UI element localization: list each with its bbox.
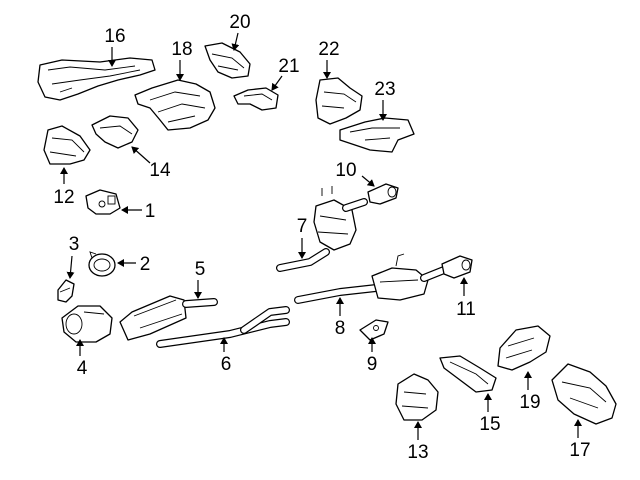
callout-13: 13 — [407, 421, 429, 463]
part-22-heat-shield — [315, 77, 363, 125]
part-4-catalytic-converter — [61, 305, 113, 343]
part-8-intermediate-pipe — [294, 253, 448, 304]
svg-text:16: 16 — [104, 26, 125, 47]
svg-text:19: 19 — [519, 392, 540, 413]
callout-21: 21 — [271, 56, 300, 91]
svg-text:9: 9 — [367, 354, 378, 375]
part-10-tailpipe-tip — [367, 183, 399, 205]
part-23-heat-shield — [339, 117, 415, 153]
svg-text:14: 14 — [149, 160, 171, 181]
callout-10: 10 — [335, 160, 375, 187]
svg-text:15: 15 — [479, 414, 500, 435]
part-18-heat-shield — [134, 79, 216, 131]
svg-text:3: 3 — [69, 234, 80, 255]
callout-6: 6 — [220, 337, 232, 375]
part-6-y-pipe — [156, 306, 290, 348]
callout-7: 7 — [297, 216, 308, 259]
svg-text:8: 8 — [335, 318, 346, 339]
svg-text:5: 5 — [195, 259, 206, 280]
callout-1: 1 — [121, 201, 156, 222]
part-19-heat-shield — [497, 325, 551, 371]
part-14-heat-shield — [91, 115, 139, 149]
part-17-heat-shield — [551, 363, 617, 425]
part-9-hanger — [359, 319, 389, 341]
callout-23: 23 — [374, 79, 396, 121]
callout-17: 17 — [569, 419, 591, 461]
part-11-tailpipe-tip — [441, 255, 473, 279]
callout-5: 5 — [194, 259, 206, 299]
part-21-heat-shield — [233, 87, 279, 111]
part-1-bracket — [85, 189, 121, 215]
callout-9: 9 — [367, 337, 378, 375]
part-5-converter-pipe — [119, 295, 218, 341]
part-15-heat-shield — [439, 355, 497, 393]
svg-text:12: 12 — [53, 187, 74, 208]
part-7-rear-muffler — [276, 186, 368, 272]
callout-19: 19 — [519, 371, 541, 413]
part-3-connector — [57, 279, 75, 303]
callout-14: 14 — [131, 146, 171, 181]
callout-18: 18 — [171, 39, 193, 81]
callout-12: 12 — [53, 167, 75, 208]
callout-22: 22 — [318, 39, 340, 79]
svg-text:2: 2 — [140, 254, 151, 275]
svg-text:22: 22 — [318, 39, 339, 60]
callout-20: 20 — [229, 12, 251, 51]
svg-text:17: 17 — [569, 440, 590, 461]
part-16-heat-shield — [37, 57, 156, 101]
svg-text:21: 21 — [278, 56, 299, 77]
part-20-heat-shield — [204, 42, 251, 79]
callout-4: 4 — [76, 339, 88, 379]
svg-text:4: 4 — [77, 358, 88, 379]
svg-text:23: 23 — [374, 79, 395, 100]
svg-text:6: 6 — [221, 354, 232, 375]
callout-3: 3 — [66, 234, 80, 279]
callout-11: 11 — [456, 277, 476, 320]
callout-15: 15 — [479, 393, 501, 435]
svg-text:13: 13 — [407, 442, 428, 463]
part-2-clamp — [88, 251, 116, 277]
svg-text:18: 18 — [171, 39, 192, 60]
svg-text:11: 11 — [456, 299, 476, 320]
svg-text:10: 10 — [335, 160, 356, 181]
svg-text:1: 1 — [145, 201, 156, 222]
part-13-heat-shield — [395, 373, 439, 421]
callout-8: 8 — [335, 297, 346, 339]
callout-16: 16 — [104, 26, 126, 67]
part-12-heat-shield — [43, 125, 91, 165]
svg-text:20: 20 — [229, 12, 250, 33]
callout-2: 2 — [117, 254, 151, 275]
svg-text:7: 7 — [297, 216, 308, 237]
